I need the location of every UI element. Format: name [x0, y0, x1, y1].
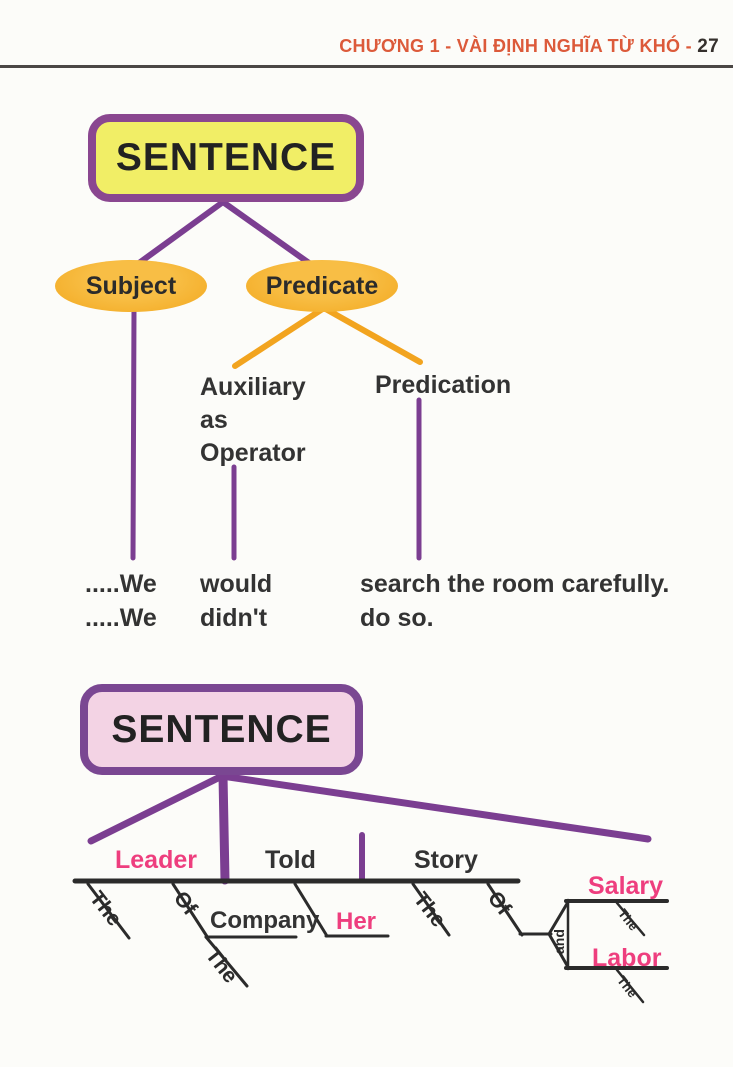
object-prep-slant [486, 882, 524, 937]
predication-label: Predication [375, 371, 512, 399]
auxiliary-operator-label: Auxiliary as Operator [200, 371, 306, 470]
fork-top-branch [547, 900, 570, 936]
edge-predicate-predication [321, 305, 423, 365]
labor-det-slant [615, 968, 645, 1004]
auxiliary-line-3: Operator [200, 439, 306, 467]
chapter-heading: CHƯƠNG 1 - VÀI ĐỊNH NGHĨA TỪ KHÓ - 27 [339, 36, 719, 58]
baseline-subject-word: Leader [115, 846, 197, 874]
company-det-slant [204, 935, 249, 988]
auxiliary-line-1: Auxiliary [200, 373, 306, 401]
example-2-predication: do so. [360, 604, 434, 632]
coordinated-word-1: Salary [588, 872, 664, 900]
edge-subject-example [130, 307, 137, 561]
sentence-box-1-label: SENTENCE [115, 136, 337, 179]
header-rule [0, 65, 733, 68]
fan-right-edge [218, 772, 652, 843]
edge-root-subject [136, 199, 226, 266]
fan-center-edge [218, 771, 230, 885]
predicate-label: Predicate [265, 271, 379, 300]
coordinated-word-2: Labor [592, 944, 662, 972]
example-2-subject: .....We [85, 604, 157, 632]
example-1-operator: would [200, 570, 273, 598]
sentence-box-2: SENTENCE [80, 684, 363, 775]
sentence-box-2-label: SENTENCE [111, 707, 332, 751]
subject-det-slant [86, 882, 131, 940]
fan-left-edge [87, 772, 226, 845]
example-1-subject: .....We [85, 570, 157, 598]
example-2-operator: didn't [200, 604, 268, 632]
predicate-ellipse: Predicate [246, 260, 398, 312]
auxiliary-line-2: as [200, 406, 228, 434]
subject-prep-slant [171, 882, 210, 940]
edge-root-predicate [220, 199, 312, 266]
subject-label: Subject [85, 271, 177, 300]
company-word: Company [210, 907, 320, 934]
fork-bottom-branch [547, 932, 570, 969]
salary-det-slant [615, 901, 646, 937]
baseline-object-word: Story [414, 846, 478, 874]
object-det-slant [411, 882, 451, 937]
indirect-object-word: Her [336, 908, 377, 935]
page-number: 27 [697, 36, 719, 57]
baseline-verb-word: Told [265, 846, 316, 874]
edge-predicate-auxiliary [232, 305, 327, 369]
chapter-title: CHƯƠNG 1 - VÀI ĐỊNH NGHĨA TỪ KHÓ - [339, 36, 698, 56]
subject-ellipse: Subject [55, 260, 207, 312]
conjunction-word: and [551, 929, 567, 954]
sentence-box-1: SENTENCE [88, 114, 364, 202]
example-1-predication: search the room carefully. [360, 570, 670, 598]
indirect-object-slant [293, 882, 329, 938]
